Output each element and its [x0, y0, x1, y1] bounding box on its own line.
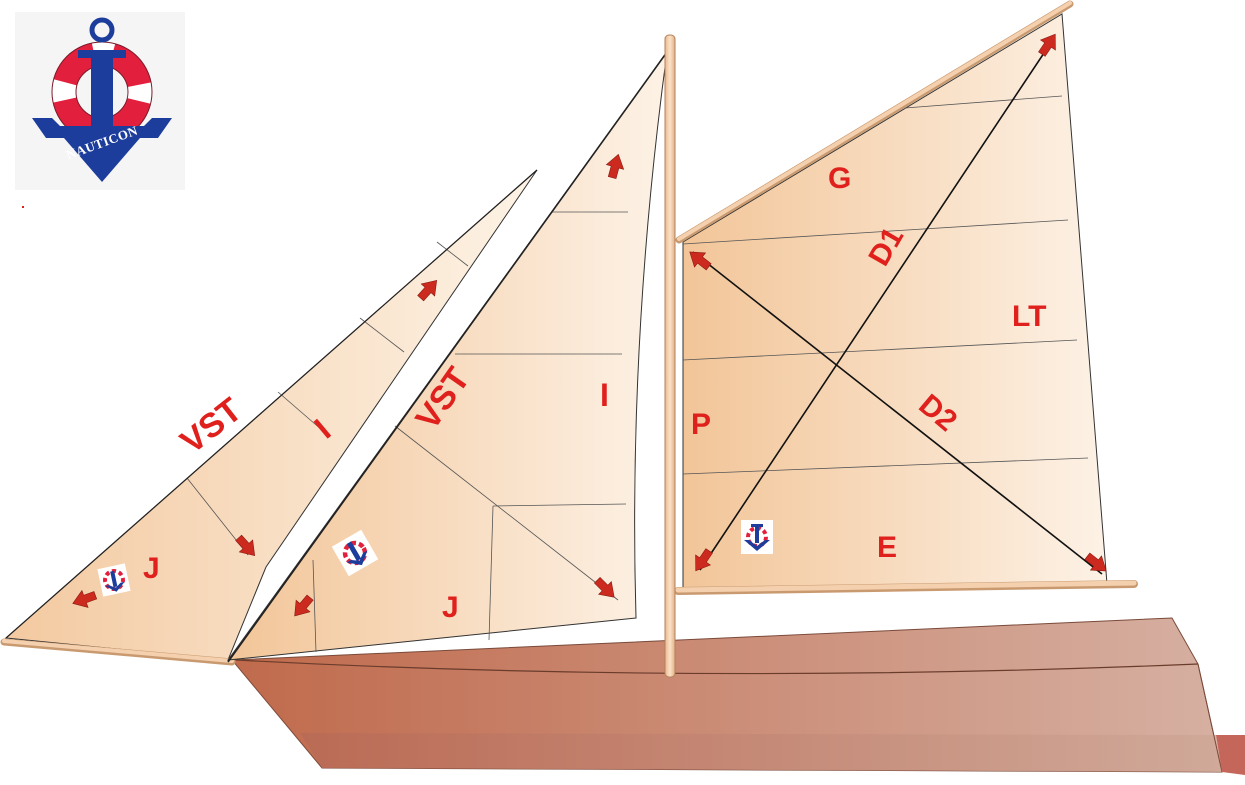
- main-lt-label: LT: [1012, 300, 1046, 333]
- main-g-label: G: [828, 162, 851, 195]
- main-sail: [682, 13, 1108, 589]
- genoa-j-label: J: [442, 591, 459, 624]
- small-logo-icon: [331, 529, 379, 577]
- genoa-sail: [226, 51, 668, 663]
- main-e-label: E: [877, 531, 897, 564]
- anchor-logo: NAUTICON: [15, 12, 185, 190]
- small-logo-icon: [97, 563, 131, 597]
- hull: [230, 617, 1245, 775]
- genoa-i-label: I: [600, 377, 609, 413]
- jib-j-label: J: [143, 552, 160, 585]
- small-logo-icon: [741, 520, 773, 554]
- main-p-label: P: [691, 408, 711, 441]
- mast: [664, 34, 676, 678]
